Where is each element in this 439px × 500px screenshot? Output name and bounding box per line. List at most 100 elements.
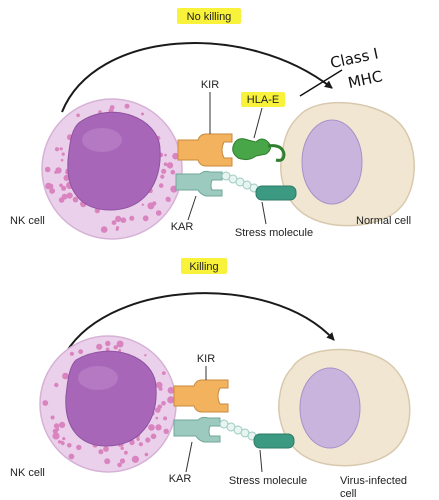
granule-dot [69, 351, 74, 356]
granule-dot [100, 226, 108, 233]
granule-dot [115, 227, 119, 231]
granule-dot [141, 112, 144, 116]
virus-infected-cell-label-line2: cell [340, 488, 357, 500]
virus-infected-cell-label: Virus-infected [340, 475, 407, 487]
granule-dot [129, 215, 135, 221]
target-cell-icon [280, 101, 415, 227]
kar-label: KAR [171, 221, 194, 233]
nk-cell-icon [39, 335, 177, 473]
granule-dot [113, 345, 118, 350]
granule-dot [120, 217, 127, 223]
granule-dot [54, 147, 60, 152]
granule-dot [163, 162, 168, 166]
granule-dot [164, 153, 167, 157]
granule-dot [96, 343, 103, 350]
granule-dot [59, 183, 63, 188]
granule-dot [62, 437, 66, 441]
granule-dot [105, 340, 111, 347]
granule-dot [156, 425, 160, 429]
granule-dot [76, 113, 80, 118]
granule-dot [52, 432, 60, 440]
granule-dot [155, 381, 163, 389]
granule-dot [105, 347, 110, 352]
granule-dot [59, 147, 63, 151]
granule-dot [54, 382, 59, 388]
granule-dot [119, 458, 126, 464]
granule-dot [152, 201, 157, 206]
granule-dot [148, 424, 155, 431]
granule-dot [44, 166, 51, 173]
granule-dot [61, 185, 67, 191]
granule-dot [144, 354, 147, 357]
granule-dot [111, 220, 117, 226]
granule-dot [78, 349, 84, 355]
granule-dot [76, 444, 82, 451]
annotation-pointer [299, 69, 343, 97]
kir-label: KIR [197, 353, 215, 365]
granule-dot [168, 163, 173, 168]
granule-dot [124, 103, 130, 109]
granule-dot [60, 440, 64, 444]
granule-dot [59, 421, 66, 428]
granule-dot [61, 152, 65, 156]
hla-e-label: HLA-E [247, 94, 279, 106]
stress-molecule-icon [219, 419, 295, 449]
granule-dot [124, 450, 128, 455]
granule-dot [161, 401, 166, 406]
bottom-panel: Killing KIR KAR [10, 258, 411, 500]
granule-dot [170, 169, 176, 175]
granule-dot [109, 105, 115, 110]
granule-dot [56, 427, 60, 431]
granule-dot [131, 455, 139, 463]
granule-dot [45, 182, 52, 190]
granule-dot [117, 462, 122, 468]
top-panel: No killing Class I MHC KIR [10, 8, 415, 240]
kir-receptor-icon [173, 379, 229, 413]
granule-dot [167, 198, 171, 202]
granule-dot [150, 433, 157, 440]
no-killing-highlight [177, 8, 241, 24]
granule-dot [66, 192, 73, 199]
granule-dot [61, 193, 68, 200]
granule-dot [161, 371, 166, 375]
granule-dot [42, 400, 49, 406]
granule-dot [116, 340, 124, 348]
nk-cell-icon [41, 98, 183, 240]
granule-dot [167, 396, 175, 404]
no-killing-label: No killing [187, 11, 232, 23]
granule-dot [60, 158, 64, 162]
granule-dot [136, 437, 140, 441]
nk-cell-label: NK cell [10, 467, 45, 479]
stress-molecule-label: Stress molecule [235, 227, 313, 239]
killing-label: Killing [189, 261, 218, 273]
granule-dot [49, 188, 55, 194]
hla-e-icon [232, 138, 286, 162]
granule-dot [145, 437, 151, 443]
target-cell-icon [278, 348, 411, 467]
granule-dot [53, 423, 60, 429]
granule-dot [172, 152, 179, 160]
granule-dot [138, 442, 143, 447]
stress-leader [261, 201, 267, 225]
kar-label: KAR [169, 473, 192, 485]
stress-leader [259, 449, 263, 473]
nk-cell-label: NK cell [10, 215, 45, 227]
granule-dot [160, 174, 165, 179]
kar-receptor-icon [175, 170, 223, 197]
granule-dot [120, 446, 124, 450]
arrow-icon [61, 42, 333, 113]
granule-dot [158, 183, 164, 188]
granule-dot [98, 449, 104, 455]
arrow-icon [61, 292, 335, 361]
granule-dot [161, 168, 167, 174]
kar-leader [187, 195, 197, 221]
granule-dot [167, 387, 175, 394]
granule-dot [118, 349, 122, 352]
granule-dot [142, 215, 149, 222]
granule-dot [115, 215, 122, 222]
granule-dot [104, 458, 111, 465]
granule-dot [163, 428, 169, 434]
granule-dot [144, 452, 149, 457]
kar-leader [185, 441, 193, 473]
